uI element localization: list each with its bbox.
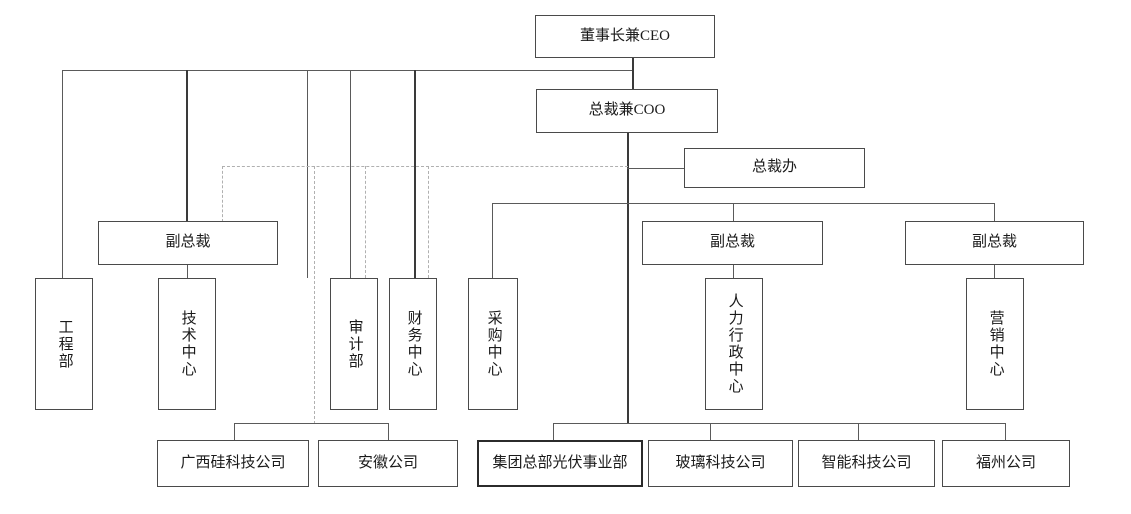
connector-to-audit (307, 70, 308, 278)
connector-to-procurement (492, 203, 493, 278)
connector-vp3-to-marketing (994, 265, 995, 278)
dashed-to-guangxi-group (314, 166, 315, 424)
node-vp-1[interactable]: 副总裁 (98, 221, 278, 265)
dashed-reporting-bus (222, 166, 628, 167)
dashed-to-finance (428, 166, 429, 278)
node-marketing-center[interactable]: 营销中心 (966, 278, 1024, 410)
node-tech-center[interactable]: 技术中心 (158, 278, 216, 410)
connector-to-smart-tech (858, 423, 859, 440)
connector-coo-level2-bus (492, 203, 995, 204)
connector-ceo-bus (62, 70, 633, 71)
node-audit-dept[interactable]: 审计部 (330, 278, 378, 410)
node-glass-tech-company[interactable]: 玻璃科技公司 (648, 440, 793, 487)
node-anhui-company[interactable]: 安徽公司 (318, 440, 458, 487)
connector-to-guangxi (234, 423, 235, 440)
connector-to-pv-division (553, 423, 554, 440)
node-vp-3[interactable]: 副总裁 (905, 221, 1084, 265)
connector-to-audit-alt (350, 70, 351, 278)
node-finance-center[interactable]: 财务中心 (389, 278, 437, 410)
node-vp-2[interactable]: 副总裁 (642, 221, 823, 265)
connector-to-fuzhou (1005, 423, 1006, 440)
connector-coo-to-president-office (627, 168, 685, 169)
dashed-to-vp1 (222, 166, 223, 222)
connector-to-glass-tech (710, 423, 711, 440)
connector-coo-trunk (627, 133, 629, 424)
connector-ceo-to-coo (632, 70, 634, 89)
node-ceo[interactable]: 董事长兼CEO (535, 15, 715, 58)
connector-to-engineering (62, 70, 63, 278)
node-hr-admin-center[interactable]: 人力行政中心 (705, 278, 763, 410)
node-engineering-dept[interactable]: 工程部 (35, 278, 93, 410)
connector-to-anhui (388, 423, 389, 440)
node-procurement-center[interactable]: 采购中心 (468, 278, 518, 410)
node-president-office[interactable]: 总裁办 (684, 148, 865, 188)
connector-right-subsidiary-bus (553, 423, 1006, 424)
node-guangxi-silicon-tech[interactable]: 广西硅科技公司 (157, 440, 309, 487)
connector-to-finance (414, 70, 416, 278)
node-coo[interactable]: 总裁兼COO (536, 89, 718, 133)
connector-vp2-to-hr (733, 265, 734, 278)
connector-to-vp3 (994, 203, 995, 221)
node-pv-division[interactable]: 集团总部光伏事业部 (477, 440, 643, 487)
connector-left-subsidiary-bus (234, 423, 389, 424)
connector-ceo-down (632, 58, 634, 71)
connector-to-vp1 (186, 70, 188, 222)
dashed-to-audit (365, 166, 366, 278)
connector-vp1-to-tech-center (187, 265, 188, 278)
node-fuzhou-company[interactable]: 福州公司 (942, 440, 1070, 487)
connector-to-vp2 (733, 203, 734, 221)
node-smart-tech-company[interactable]: 智能科技公司 (798, 440, 935, 487)
